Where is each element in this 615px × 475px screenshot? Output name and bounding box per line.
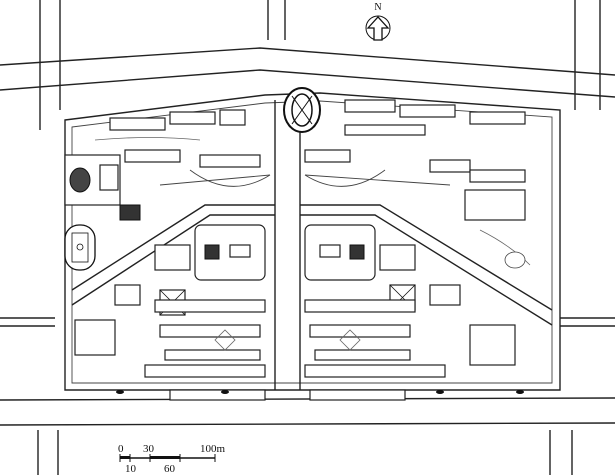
scale-bar: 0 30 100m 10 60 bbox=[118, 443, 226, 475]
scale-label-10: 10 bbox=[125, 463, 137, 475]
south-entrances bbox=[116, 389, 524, 401]
school-building bbox=[64, 154, 141, 221]
residential-blocks-south-west bbox=[74, 299, 266, 378]
residential-blocks-north-west bbox=[109, 109, 261, 168]
site-boundary bbox=[64, 92, 561, 391]
north-label: N bbox=[374, 2, 381, 13]
oval-plaza bbox=[283, 87, 321, 133]
landscape-paths bbox=[94, 137, 531, 269]
courtyard-cluster-east bbox=[304, 224, 461, 311]
scale-label-60: 60 bbox=[164, 463, 176, 475]
residential-blocks-north-east bbox=[304, 99, 526, 221]
residential-blocks-south-east bbox=[304, 299, 516, 378]
scale-label-100m: 100m bbox=[200, 443, 226, 455]
north-arrow-icon bbox=[366, 16, 390, 41]
sports-field bbox=[64, 224, 96, 271]
internal-roads bbox=[71, 100, 553, 390]
scale-label-30: 30 bbox=[143, 443, 155, 455]
scale-label-0: 0 bbox=[118, 443, 124, 455]
north-arrow: N bbox=[365, 2, 391, 41]
